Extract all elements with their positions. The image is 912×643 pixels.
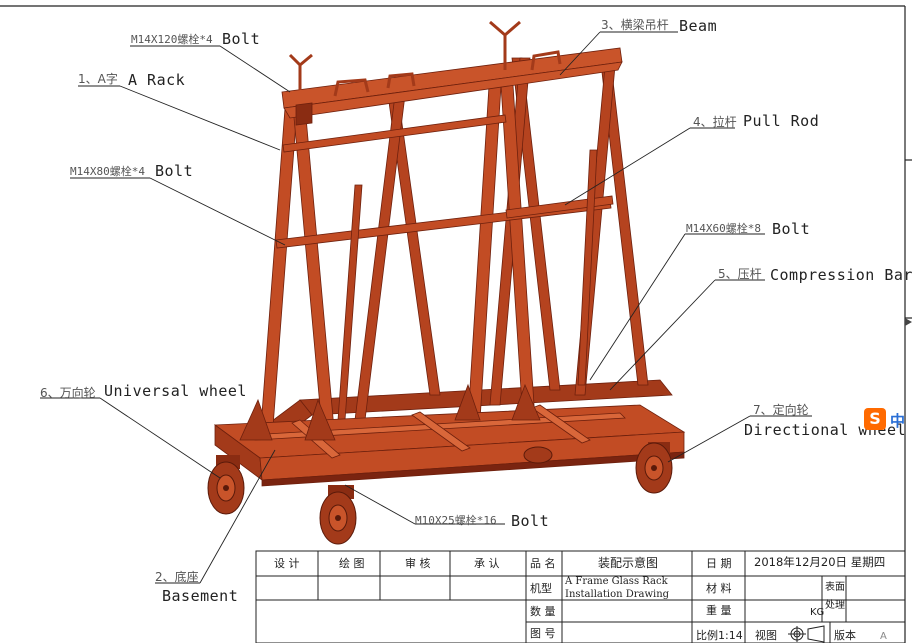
top-beam	[281, 47, 623, 126]
tb-view-label: 视图	[755, 629, 777, 642]
universal-wheel-en: Universal wheel	[104, 382, 247, 400]
bolt-top-name: Bolt	[222, 30, 261, 48]
directional-wheel	[635, 442, 673, 494]
leader-lines	[40, 31, 812, 584]
tb-product-name: 装配示意图	[598, 556, 659, 570]
bolt-right-spec: M14X60螺栓*8	[686, 222, 761, 235]
tb-approve-label: 承 认	[474, 557, 500, 570]
compression-bars	[337, 149, 598, 421]
title-block-grid	[255, 550, 906, 643]
pull-rod-cn: 4、拉杆	[693, 115, 737, 129]
bolt-mid-spec: M14X80螺栓*4	[70, 165, 145, 178]
universal-wheel-front	[207, 455, 245, 515]
basement-cn: 2、底座	[155, 570, 199, 584]
tb-model-line1: A Frame Glass Rack	[565, 576, 668, 587]
tb-weight-label: 重 量	[706, 604, 732, 617]
tb-weight-unit: KG	[810, 607, 825, 618]
tb-quantity-label: 数 量	[530, 605, 556, 618]
tb-design-label: 设 计	[274, 557, 300, 570]
bolt-bottom-spec: M10X25螺栓*16	[415, 514, 497, 527]
tb-drawing-label: 绘 图	[339, 557, 365, 570]
tb-material-label: 材 料	[706, 582, 732, 595]
a-rack-cn: 1、A字	[78, 72, 118, 86]
drawing-border	[0, 5, 912, 643]
gussets	[239, 383, 541, 441]
compression-bar-en: Compression Bar	[770, 266, 912, 284]
directional-wheel-cn: 7、定向轮	[753, 403, 809, 417]
pull-rod-en: Pull Rod	[743, 112, 820, 130]
projection-view-symbol	[788, 625, 825, 643]
directional-wheel-rear	[523, 446, 553, 464]
lifting-hooks	[288, 20, 562, 97]
tb-version-value: A	[880, 631, 887, 642]
tb-date-value: 2018年12月20日 星期四	[754, 555, 886, 569]
beam-cn: 3、横梁吊杆	[601, 18, 669, 32]
tb-drawing-no-label: 图 号	[530, 627, 556, 640]
bolt-bottom-name: Bolt	[511, 512, 550, 530]
pull-rods	[275, 114, 614, 249]
edge-marker	[905, 318, 912, 326]
basement-en: Basement	[162, 587, 239, 605]
tb-surface-label-2: 处理	[825, 600, 845, 611]
bolt-top-spec: M14X120螺栓*4	[131, 33, 213, 46]
tb-product-name-label: 品 名	[530, 557, 556, 570]
compression-bar-cn: 5、压杆	[718, 267, 762, 281]
tb-surface-label-1: 表面	[825, 582, 845, 593]
rack-illustration	[213, 20, 686, 487]
a-rack-en: A Rack	[128, 71, 186, 89]
tb-date-label: 日 期	[706, 557, 732, 570]
bolt-right-name: Bolt	[772, 220, 811, 238]
tb-version-label: 版本	[834, 629, 856, 642]
beam-en: Beam	[679, 17, 718, 35]
rear-a-frame	[354, 54, 649, 421]
tb-scale: 比例1:14	[696, 629, 743, 642]
ime-toolbar-icon[interactable]: S	[864, 408, 886, 430]
universal-wheel-cn: 6、万向轮	[40, 386, 96, 400]
tb-model-line2: Installation Drawing	[565, 589, 670, 600]
tb-review-label: 审 核	[405, 557, 431, 570]
tb-model-label: 机型	[530, 582, 552, 595]
front-a-frame	[259, 69, 536, 441]
bolt-mid-name: Bolt	[155, 162, 194, 180]
ime-language-toggle[interactable]: 中	[890, 412, 906, 430]
universal-wheel-middle	[319, 485, 357, 545]
